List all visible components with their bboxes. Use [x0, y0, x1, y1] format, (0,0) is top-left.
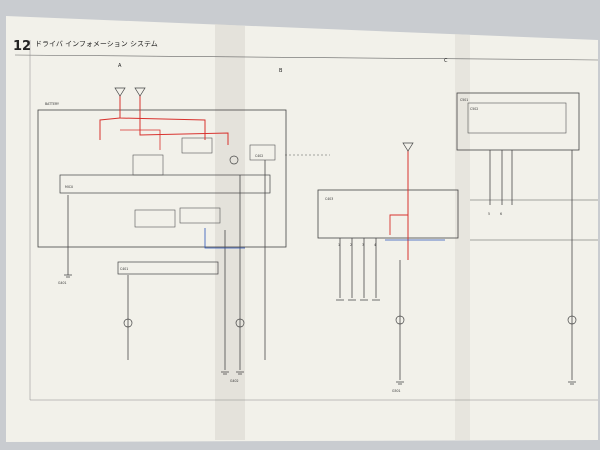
component-label: G402: [230, 379, 239, 383]
red-wire-3: [139, 95, 229, 145]
lamp-middle: [395, 315, 405, 325]
subunit-box-2: [181, 137, 213, 154]
subunit-box-5: [179, 207, 221, 224]
red-wire-1: [119, 95, 206, 140]
fuse-triangle-middle: [402, 142, 414, 152]
red-wire-2: [99, 117, 121, 140]
lamp-1: [123, 318, 133, 328]
grid-marker-c: C: [444, 58, 448, 64]
component-label: MICU: [65, 185, 74, 189]
component-label: BATTERY: [45, 102, 59, 106]
component-label: 6: [500, 212, 502, 216]
connector-strip: [117, 261, 219, 275]
red-wire-4: [120, 129, 161, 150]
component-label: 3: [362, 243, 364, 247]
component-label: C402: [255, 154, 263, 158]
right-subunit-box: [467, 102, 567, 134]
ground-middle: [396, 381, 404, 385]
fuse-triangle-1: [114, 87, 126, 97]
ground-1: [64, 274, 72, 278]
subunit-box-4: [134, 209, 176, 228]
lamp-2: [235, 318, 245, 328]
page-number: 12: [13, 39, 31, 54]
lamp-3: [229, 155, 239, 165]
page-title: ドライバ インフォメーション システム: [35, 40, 158, 48]
ground-right: [568, 381, 576, 385]
middle-module-box: [317, 189, 459, 239]
header-rule: [14, 54, 599, 61]
subunit-box-3: [249, 144, 276, 161]
fuse-triangle-2: [134, 87, 146, 97]
component-label: 4: [374, 243, 376, 247]
component-label: C403: [325, 197, 333, 201]
paper-sheet: [6, 16, 598, 442]
red-wire-middle-2: [389, 214, 408, 235]
ground-3: [221, 371, 229, 375]
component-label: C502: [470, 107, 478, 111]
component-label: G401: [58, 281, 67, 285]
grid-marker-b: B: [279, 68, 283, 74]
fold-shadow: [215, 24, 245, 440]
component-label: 2: [350, 243, 352, 247]
blue-wire-left: [204, 228, 245, 249]
component-label: C401: [120, 267, 128, 271]
component-label: G501: [392, 389, 401, 393]
subunit-box-1: [132, 154, 164, 176]
fold-shadow-right: [455, 34, 470, 440]
control-unit-box: [59, 174, 271, 194]
component-label: 1: [338, 243, 340, 247]
lamp-right: [567, 315, 577, 325]
component-label: 5: [488, 212, 490, 216]
component-label: C501: [460, 98, 468, 102]
grid-marker-a: A: [118, 63, 122, 69]
ground-2: [236, 371, 244, 375]
right-module-box: [456, 92, 580, 151]
main-module-box: [37, 109, 287, 248]
